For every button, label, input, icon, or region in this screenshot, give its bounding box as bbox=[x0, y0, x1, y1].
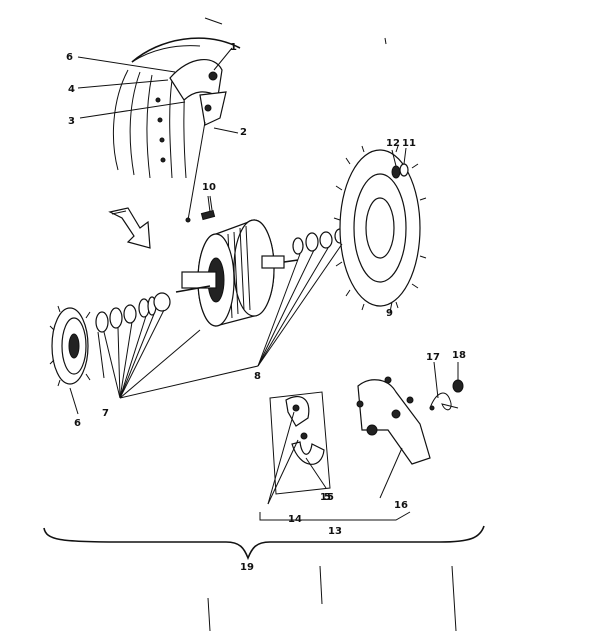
callout-6-top: 6 bbox=[66, 52, 73, 63]
brake-shoe-assembly bbox=[269, 391, 331, 495]
brake-bracket bbox=[169, 58, 227, 223]
callout-13: 13 bbox=[328, 526, 342, 537]
callout-14: 14 bbox=[288, 514, 302, 525]
brace-19 bbox=[43, 525, 485, 561]
callout-16: 16 bbox=[394, 500, 408, 511]
scan-marks bbox=[204, 17, 457, 631]
small-sprocket-part-6 bbox=[49, 305, 91, 387]
callout-1: 1 bbox=[230, 42, 237, 53]
callout-5: 5 bbox=[324, 492, 331, 503]
callout-labels: 1 2 3 4 5 6 6 7 8 9 10 11 12 13 14 15 16… bbox=[66, 42, 466, 573]
direction-arrow bbox=[108, 207, 151, 249]
leader-lines bbox=[69, 47, 459, 505]
callout-4: 4 bbox=[68, 84, 75, 95]
callout-2: 2 bbox=[240, 127, 247, 138]
hub-assembly bbox=[175, 219, 299, 327]
callout-3: 3 bbox=[68, 116, 75, 127]
nut-part-18 bbox=[452, 379, 464, 393]
callout-17: 17 bbox=[426, 352, 440, 363]
brake-lever-part-16 bbox=[356, 376, 431, 465]
bracket-13 bbox=[259, 511, 411, 521]
left-spacer-set bbox=[95, 292, 171, 333]
callout-12: 12 bbox=[386, 138, 400, 149]
screw-part-10 bbox=[200, 195, 216, 221]
callout-8: 8 bbox=[254, 371, 261, 382]
callout-7: 7 bbox=[102, 408, 109, 419]
spring-part-17 bbox=[429, 392, 459, 411]
large-sprocket-part-9 bbox=[333, 145, 427, 311]
callout-18: 18 bbox=[452, 350, 466, 361]
callout-9: 9 bbox=[386, 308, 393, 319]
nut-part-11-12 bbox=[391, 147, 409, 179]
callout-15: 15 bbox=[320, 492, 334, 503]
callout-11: 11 bbox=[402, 138, 416, 149]
callout-19: 19 bbox=[240, 562, 254, 573]
callout-10: 10 bbox=[202, 182, 216, 193]
callout-6: 6 bbox=[74, 418, 81, 429]
